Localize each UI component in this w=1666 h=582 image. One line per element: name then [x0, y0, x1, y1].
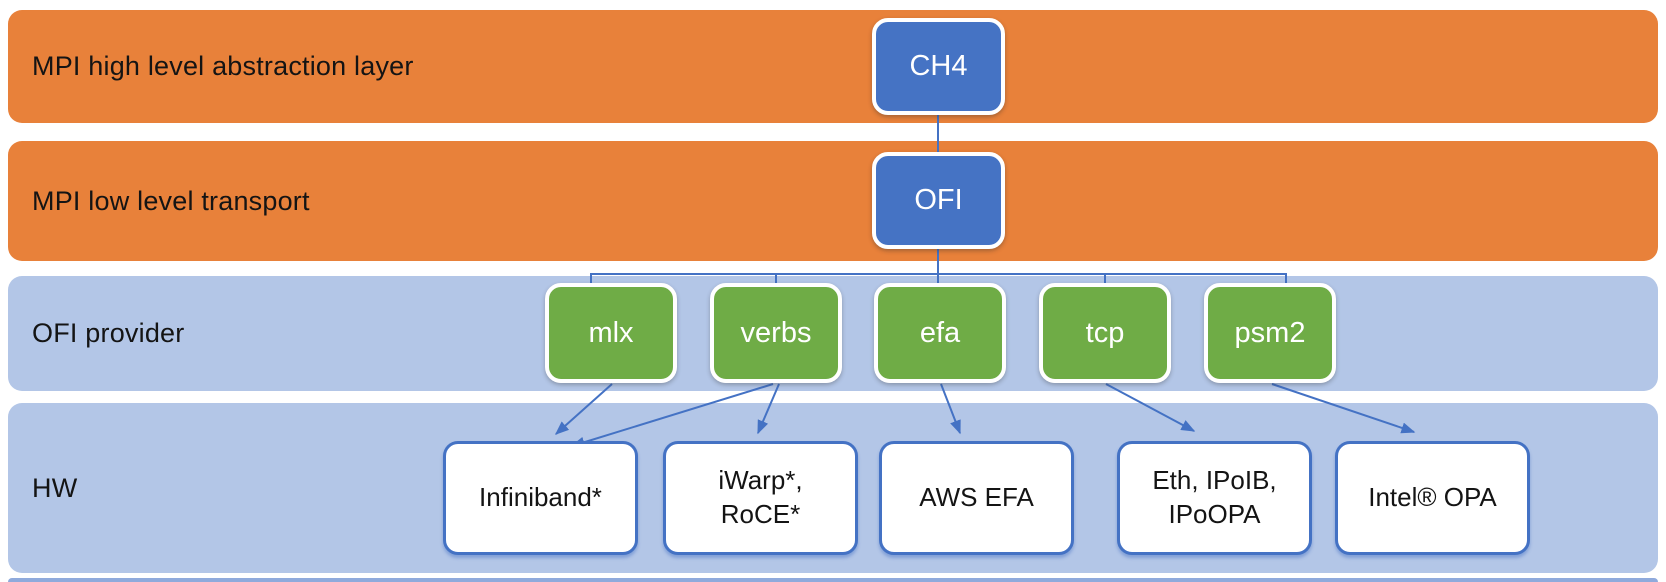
- band-label-provider: OFI provider: [32, 318, 185, 348]
- band-mpi-high-level-abstraction: MPI high level abstraction layer: [8, 10, 1658, 123]
- node-iwarp-roce: iWarp*, RoCE*: [663, 441, 858, 555]
- node-tcp: tcp: [1039, 283, 1171, 383]
- node-efa: efa: [874, 283, 1006, 383]
- cropped-bottom-band: [8, 578, 1658, 582]
- node-verbs: verbs: [710, 283, 842, 383]
- node-aws-efa: AWS EFA: [879, 441, 1074, 555]
- node-infiniband: Infiniband*: [443, 441, 638, 555]
- band-label-abstraction: MPI high level abstraction layer: [32, 51, 414, 81]
- band-label-hw: HW: [32, 472, 78, 503]
- band-mpi-low-level-transport: MPI low level transport: [8, 141, 1658, 261]
- node-mlx: mlx: [545, 283, 677, 383]
- node-psm2: psm2: [1204, 283, 1336, 383]
- band-label-transport: MPI low level transport: [32, 185, 310, 216]
- node-ofi: OFI: [872, 152, 1005, 249]
- node-eth-ipoib-ipoopa: Eth, IPoIB, IPoOPA: [1117, 441, 1312, 555]
- node-intel-opa: Intel® OPA: [1335, 441, 1530, 555]
- node-ch4: CH4: [872, 18, 1005, 115]
